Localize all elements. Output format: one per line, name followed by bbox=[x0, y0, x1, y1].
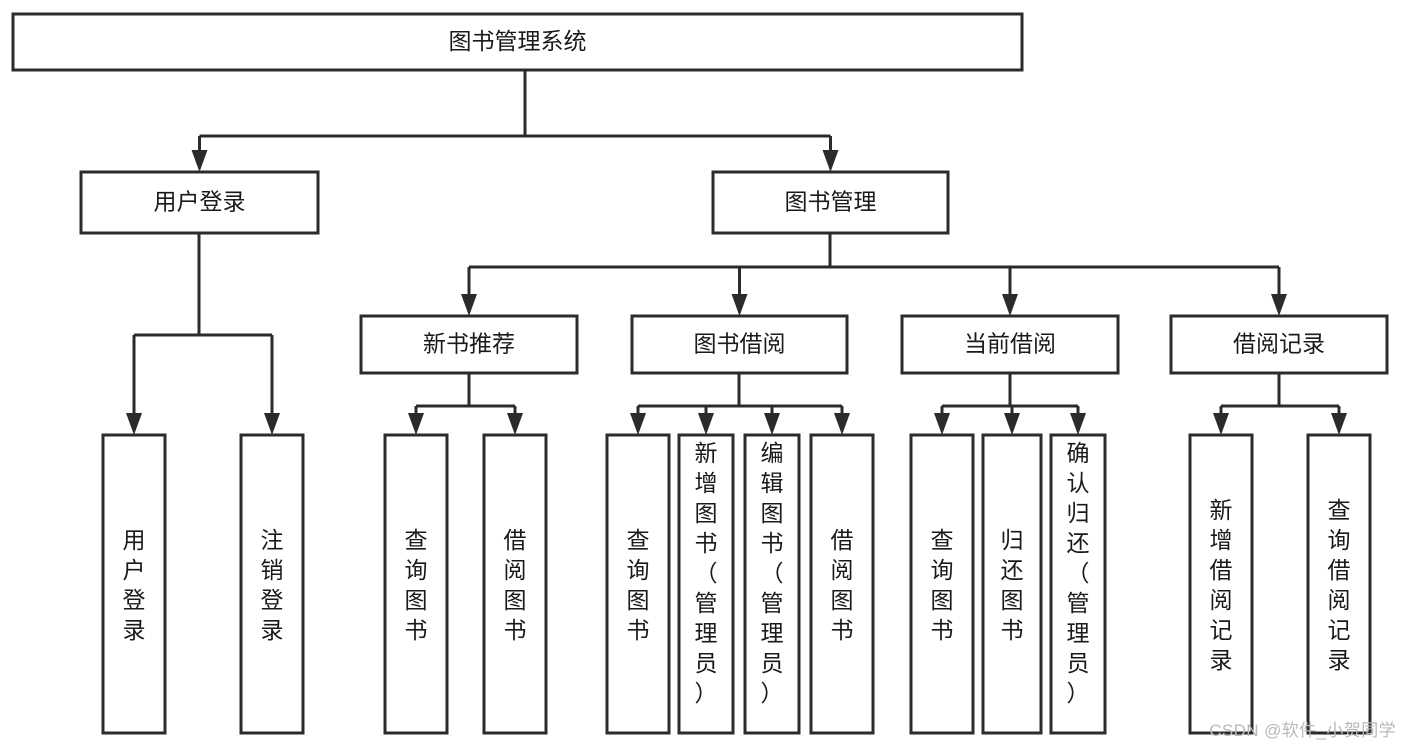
node-label: 新增图书（管理员） bbox=[695, 440, 718, 706]
connector-arrowhead bbox=[834, 413, 850, 435]
node-root-root[interactable]: 图书管理系统 bbox=[11, 12, 1024, 72]
connector-arrowhead bbox=[1213, 413, 1229, 435]
node-label: 编辑图书（管理员） bbox=[761, 440, 784, 706]
node-box bbox=[809, 433, 875, 735]
node-leaf-confirm-return[interactable]: 确认归还（管理员） bbox=[1049, 433, 1107, 735]
node-box bbox=[482, 433, 548, 735]
node-label: 用户登录 bbox=[154, 189, 246, 215]
node-leaf-borrow-book-1[interactable]: 借阅图书 bbox=[482, 433, 548, 735]
node-box bbox=[909, 433, 975, 735]
node-new-book-rec[interactable]: 新书推荐 bbox=[359, 314, 579, 375]
node-layer: 图书管理系统用户登录图书管理新书推荐图书借阅当前借阅借阅记录用户登录注销登录查询… bbox=[11, 12, 1389, 735]
node-leaf-query-book-2[interactable]: 查询图书 bbox=[605, 433, 671, 735]
node-leaf-query-book-3[interactable]: 查询图书 bbox=[909, 433, 975, 735]
node-current-borrow[interactable]: 当前借阅 bbox=[900, 314, 1120, 375]
connector-arrowhead bbox=[1271, 294, 1287, 316]
connector-arrowhead bbox=[731, 294, 748, 316]
node-box bbox=[1049, 433, 1107, 735]
connector-arrowhead bbox=[1002, 294, 1018, 316]
connector-arrowhead bbox=[191, 150, 208, 172]
node-leaf-return-book[interactable]: 归还图书 bbox=[981, 433, 1043, 735]
node-box bbox=[11, 12, 1024, 72]
csdn-watermark: CSDN @软件_小贺同学 bbox=[1209, 721, 1396, 740]
node-label: 新书推荐 bbox=[423, 331, 515, 357]
node-leaf-add-record[interactable]: 新增借阅记录 bbox=[1188, 433, 1254, 735]
connector-arrowhead bbox=[126, 413, 142, 435]
node-box bbox=[79, 170, 320, 235]
node-box bbox=[1306, 433, 1372, 735]
node-box bbox=[101, 433, 167, 735]
node-book-borrow[interactable]: 图书借阅 bbox=[630, 314, 849, 375]
node-box bbox=[743, 433, 801, 735]
node-box bbox=[359, 314, 579, 375]
connector-arrowhead bbox=[934, 413, 950, 435]
node-box bbox=[981, 433, 1043, 735]
node-leaf-query-record[interactable]: 查询借阅记录 bbox=[1306, 433, 1372, 735]
node-label: 借阅记录 bbox=[1233, 331, 1325, 357]
node-box bbox=[711, 170, 950, 235]
connector-arrowhead bbox=[461, 294, 477, 316]
node-box bbox=[677, 433, 735, 735]
connector-arrowhead bbox=[1004, 413, 1020, 435]
node-leaf-borrow-book-2[interactable]: 借阅图书 bbox=[809, 433, 875, 735]
node-borrow-record[interactable]: 借阅记录 bbox=[1169, 314, 1389, 375]
node-label: 图书借阅 bbox=[694, 331, 786, 357]
node-box bbox=[1169, 314, 1389, 375]
node-leaf-add-book[interactable]: 新增图书（管理员） bbox=[677, 433, 735, 735]
node-box bbox=[630, 314, 849, 375]
node-label: 归还图书 bbox=[1001, 527, 1024, 643]
node-label: 当前借阅 bbox=[964, 331, 1056, 357]
node-leaf-user-logout[interactable]: 注销登录 bbox=[239, 433, 305, 735]
node-leaf-edit-book[interactable]: 编辑图书（管理员） bbox=[743, 433, 801, 735]
connector-arrowhead bbox=[698, 413, 714, 435]
connector-arrowhead bbox=[764, 413, 780, 435]
node-box bbox=[1188, 433, 1254, 735]
connector-arrowhead bbox=[507, 413, 523, 435]
node-label: 查询图书 bbox=[931, 527, 954, 643]
node-label: 查询图书 bbox=[627, 527, 650, 643]
node-label: 查询图书 bbox=[405, 527, 428, 643]
connector-layer bbox=[126, 70, 1347, 435]
node-book-manage[interactable]: 图书管理 bbox=[711, 170, 950, 235]
connector-arrowhead bbox=[1070, 413, 1086, 435]
node-label: 图书管理 bbox=[785, 189, 877, 215]
node-box bbox=[605, 433, 671, 735]
node-label: 注销登录 bbox=[261, 527, 284, 643]
node-box bbox=[383, 433, 449, 735]
connector-arrowhead bbox=[630, 413, 646, 435]
node-label: 借阅图书 bbox=[831, 527, 854, 643]
node-label: 借阅图书 bbox=[504, 527, 527, 643]
node-box bbox=[900, 314, 1120, 375]
node-label: 用户登录 bbox=[123, 527, 146, 643]
node-user-login[interactable]: 用户登录 bbox=[79, 170, 320, 235]
node-label: 新增借阅记录 bbox=[1210, 497, 1233, 673]
connector-arrowhead bbox=[264, 413, 280, 435]
node-leaf-user-login[interactable]: 用户登录 bbox=[101, 433, 167, 735]
node-label: 图书管理系统 bbox=[449, 28, 587, 54]
node-box bbox=[239, 433, 305, 735]
node-label: 确认归还（管理员） bbox=[1067, 440, 1090, 706]
connector-arrowhead bbox=[822, 150, 839, 172]
node-label: 查询借阅记录 bbox=[1328, 497, 1351, 673]
connector-arrowhead bbox=[1331, 413, 1347, 435]
node-leaf-query-book-1[interactable]: 查询图书 bbox=[383, 433, 449, 735]
connector-arrowhead bbox=[408, 413, 424, 435]
